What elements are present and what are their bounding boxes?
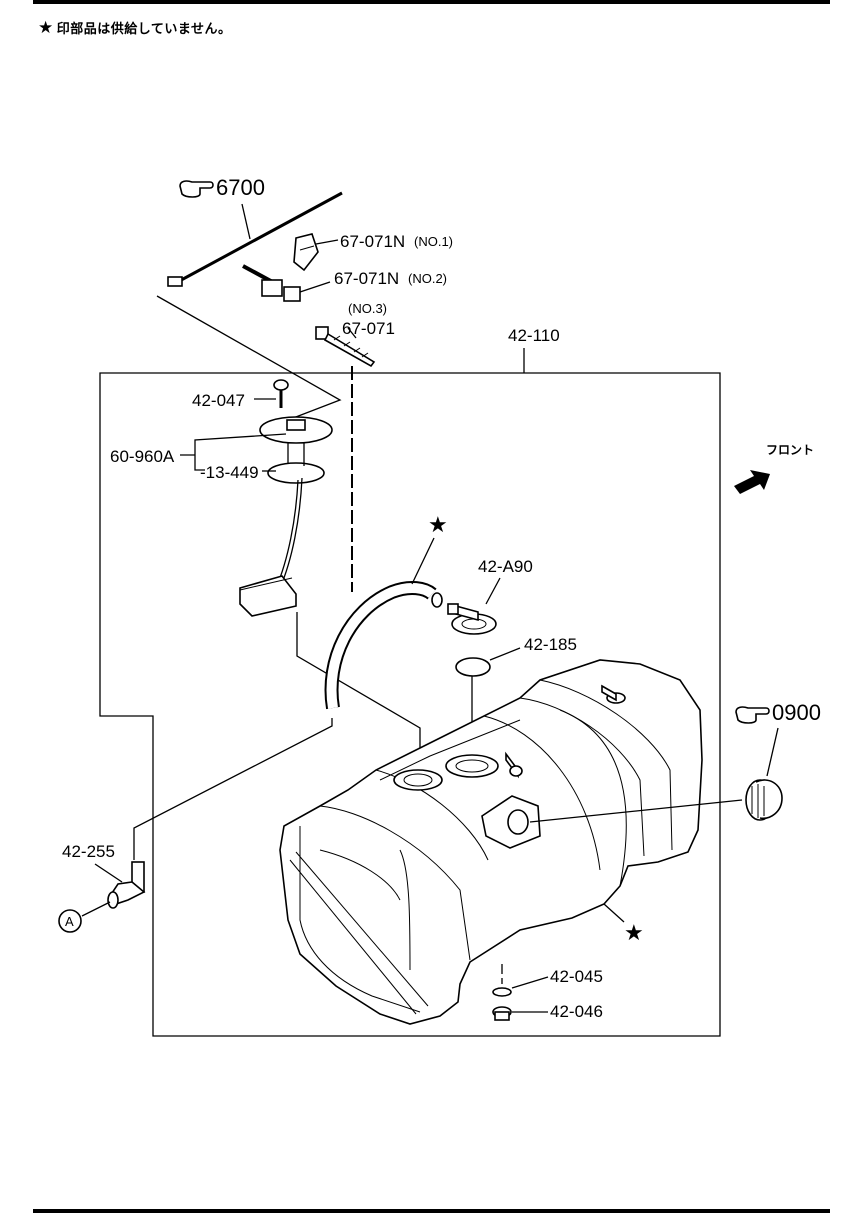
fuel-gauge-unit xyxy=(239,416,333,617)
gasket-42-185 xyxy=(455,657,491,677)
star-tank: ★ xyxy=(624,920,644,945)
fuel-tank xyxy=(279,659,703,1025)
hose-end xyxy=(431,592,443,608)
tie-band-no3 xyxy=(315,326,376,368)
ref-0900: 0900 xyxy=(772,700,821,725)
reference-circle-a xyxy=(58,909,82,933)
label-42-045: 42-045 xyxy=(550,967,603,986)
label-42-185: 42-185 xyxy=(524,635,577,654)
leader-0900 xyxy=(766,727,779,777)
filler-route-line xyxy=(529,799,743,823)
hose-route-line xyxy=(133,718,333,860)
leader-a xyxy=(81,901,111,917)
leader-no2 xyxy=(299,281,331,293)
label-42-047: 42-047 xyxy=(192,391,245,410)
label-no3: (NO.3) xyxy=(348,301,387,316)
assembly-boundary xyxy=(99,372,721,1037)
gauge-route-line xyxy=(296,612,421,770)
label-13-449: -13-449 xyxy=(200,463,259,482)
star-hose: ★ xyxy=(428,512,448,537)
clip-no2 xyxy=(242,264,301,302)
valve-42-a90 xyxy=(447,603,497,635)
ref-6700: 6700 xyxy=(216,175,265,200)
leader-tank-star xyxy=(603,903,625,923)
leader-hose-star xyxy=(411,537,435,585)
leader-42-a90 xyxy=(485,577,501,605)
leader-no1 xyxy=(315,239,339,245)
note-star-icon: ★ xyxy=(38,18,54,38)
label-42-046: 42-046 xyxy=(550,1002,603,1021)
clip-no1 xyxy=(293,233,319,272)
plug-42-046 xyxy=(492,1006,512,1021)
label-no1: (NO.1) xyxy=(414,234,453,249)
top-border xyxy=(33,0,830,4)
screw-42-047 xyxy=(273,379,289,408)
label-42-a90: 42-A90 xyxy=(478,557,533,576)
label-circle-a: A xyxy=(65,914,74,929)
leader-42-045 xyxy=(511,976,549,989)
harness-connector xyxy=(167,276,183,287)
supply-note: ★印部品は供給していません。 xyxy=(38,18,231,38)
breather-hose xyxy=(326,582,436,709)
wire-harness xyxy=(171,191,343,287)
leader-42-185 xyxy=(489,647,521,661)
label-front: フロント xyxy=(766,443,814,457)
label-42-110: 42-110 xyxy=(508,326,560,345)
label-42-255: 42-255 xyxy=(62,842,115,861)
note-text: 印部品は供給していません。 xyxy=(56,22,232,37)
reference-hand-icon-6700 xyxy=(179,180,214,198)
front-arrow-icon xyxy=(734,470,770,494)
label-60-960a: 60-960A xyxy=(110,447,175,466)
label-67-071n-no1: 67-071N xyxy=(340,232,405,251)
harness-route-line xyxy=(156,295,342,426)
bottom-border xyxy=(33,1209,830,1213)
joint-42-255 xyxy=(107,861,146,909)
leader-42-255 xyxy=(94,863,123,883)
leader-6700 xyxy=(241,203,251,240)
reference-hand-icon-0900 xyxy=(735,706,770,724)
label-67-071n-no2: 67-071N xyxy=(334,269,399,288)
bracket-60-960a xyxy=(180,433,287,471)
washer-42-045 xyxy=(492,987,512,997)
label-67-071: 67-071 xyxy=(342,319,395,338)
filler-cap xyxy=(745,779,783,821)
label-no2: (NO.2) xyxy=(408,271,447,286)
leader-no3 xyxy=(347,327,357,339)
